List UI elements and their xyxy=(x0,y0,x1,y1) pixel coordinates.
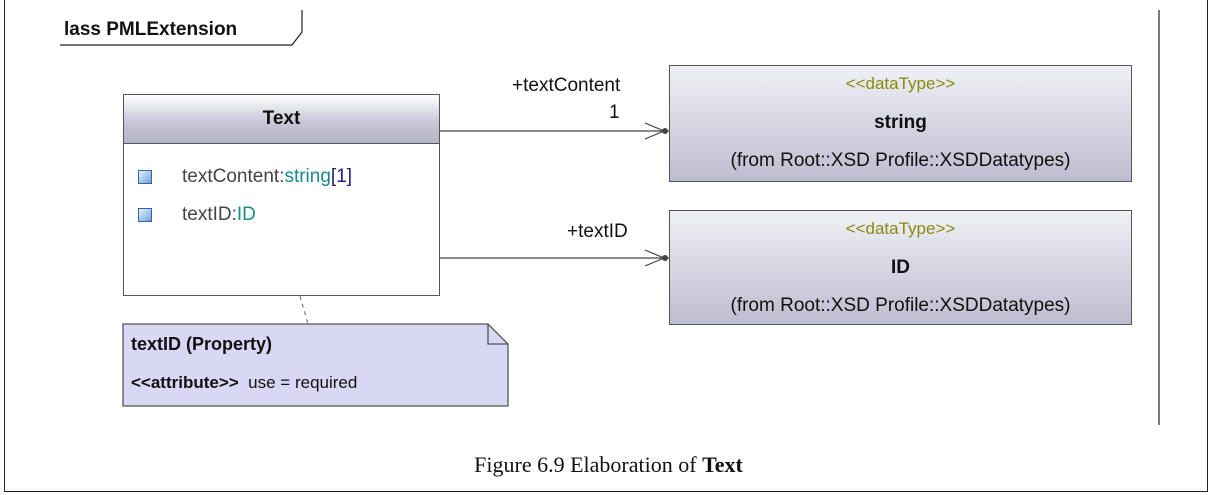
diagram-frame xyxy=(4,0,1208,492)
datatype-id[interactable]: <<dataType>> ID (from Root::XSD Profile:… xyxy=(669,210,1132,325)
datatype-stereotype: <<dataType>> xyxy=(845,74,956,93)
attribute-name: textContent: xyxy=(182,166,285,187)
datatype-origin: (from Root::XSD Profile::XSDDatatypes) xyxy=(730,295,1071,316)
note-shape xyxy=(122,323,509,407)
datatype-origin: (from Root::XSD Profile::XSDDatatypes) xyxy=(730,150,1071,171)
attribute-multiplicity: [1] xyxy=(330,166,353,187)
note-title: textID (Property) xyxy=(131,334,273,354)
caption-prefix: Figure 6.9 Elaboration of xyxy=(474,452,703,477)
class-text[interactable]: Text textContent: string [1] textID: ID xyxy=(123,94,440,296)
note-fold xyxy=(487,324,508,345)
role-textid: +textID xyxy=(567,221,628,242)
datatype-stereotype: <<dataType>> xyxy=(845,219,956,238)
association-textid xyxy=(440,249,669,267)
attribute-name: textID: xyxy=(182,204,237,225)
attribute-icon xyxy=(138,170,152,184)
note-anchor-line xyxy=(299,295,309,325)
attribute-icon xyxy=(138,208,152,222)
caption-bold: Text xyxy=(702,452,743,477)
note-text: use = required xyxy=(248,373,358,392)
role-textcontent: +textContent xyxy=(512,75,621,96)
figure-caption: Figure 6.9 Elaboration of Text xyxy=(0,452,1217,478)
datatype-name: string xyxy=(874,112,927,133)
attribute-textid[interactable]: textID: ID xyxy=(138,203,256,227)
frame-tab-outline xyxy=(60,10,303,46)
datatype-name: ID xyxy=(891,257,910,278)
class-name: Text xyxy=(124,95,439,144)
note-stereotype: <<attribute>> xyxy=(131,373,239,392)
note-body: <<attribute>> use = required xyxy=(131,373,357,393)
datatype-string[interactable]: <<dataType>> string (from Root::XSD Prof… xyxy=(669,65,1132,182)
association-textcontent xyxy=(440,122,669,140)
attribute-type: ID xyxy=(236,204,256,225)
frame-label: lass PMLExtension xyxy=(64,19,238,40)
attribute-type: string xyxy=(284,166,331,187)
multiplicity-textcontent: 1 xyxy=(609,102,620,123)
attribute-textcontent[interactable]: textContent: string [1] xyxy=(138,165,352,189)
